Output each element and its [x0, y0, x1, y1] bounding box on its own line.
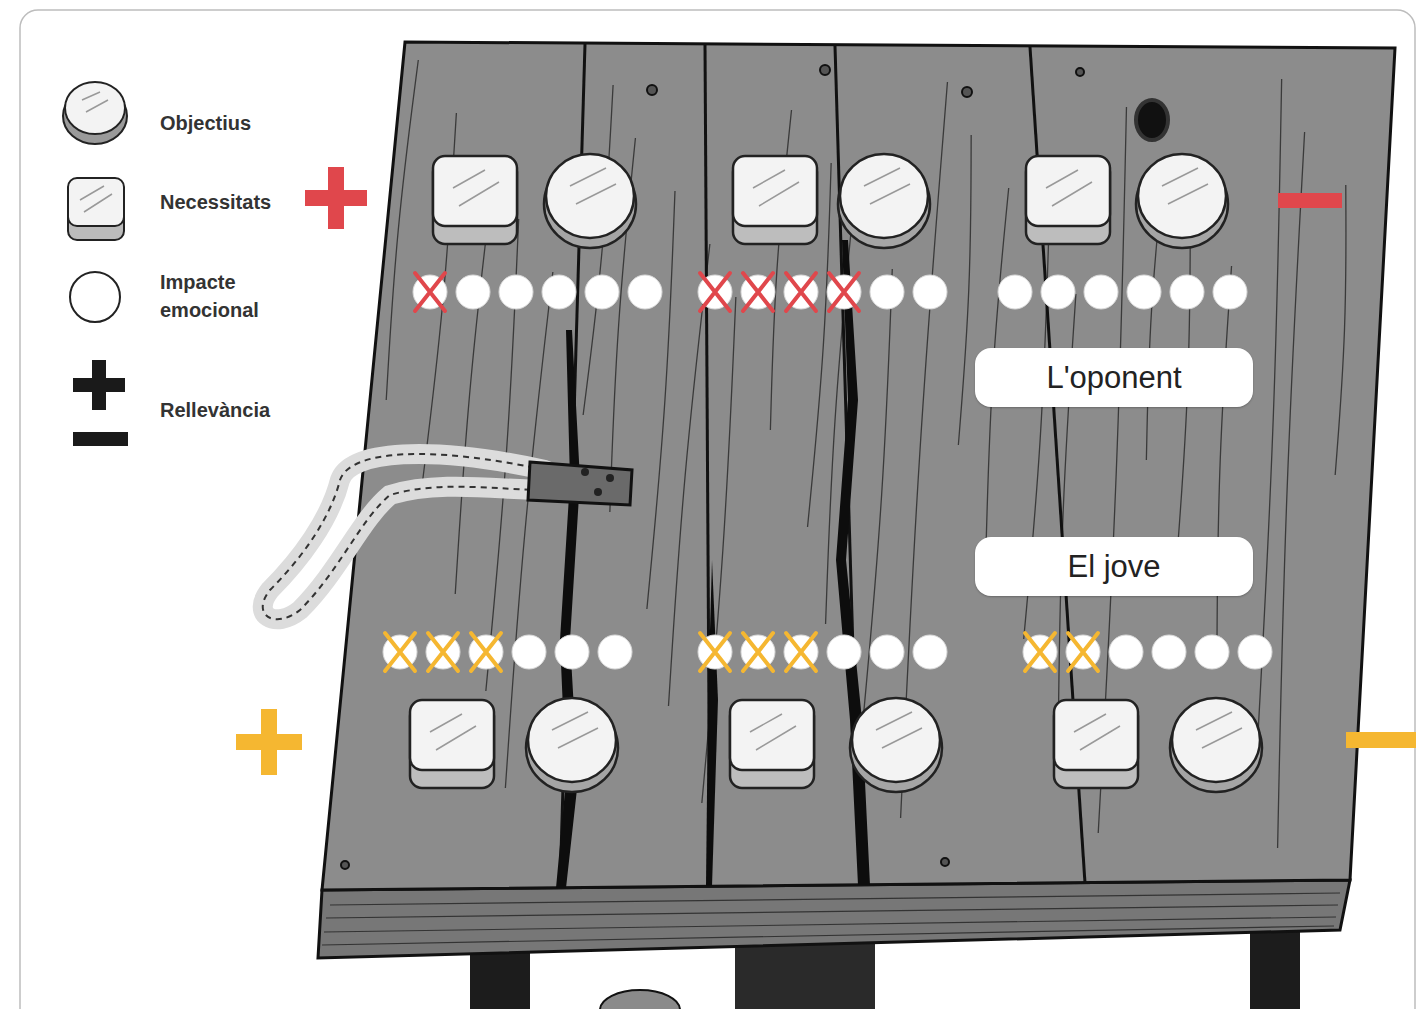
impact-dot — [1213, 275, 1247, 309]
legend-label: Necessitats — [160, 188, 360, 216]
impact-dot — [913, 635, 947, 669]
impact-dot — [598, 635, 632, 669]
grain-line — [583, 85, 613, 415]
impact-mark — [428, 633, 458, 671]
grain-line — [1278, 132, 1305, 848]
impact-dot — [870, 635, 904, 669]
player-label: El jove — [975, 537, 1253, 596]
wood-cracks — [556, 240, 870, 888]
rope — [263, 454, 632, 619]
impact-dot — [998, 275, 1032, 309]
goal-token — [544, 154, 636, 248]
impact-dot — [1238, 635, 1272, 669]
need-token — [730, 700, 814, 788]
legend-label: Rellevància — [160, 396, 360, 424]
goal-token — [1136, 154, 1228, 248]
impact-mark — [700, 273, 730, 311]
need-token — [1054, 700, 1138, 788]
impact-mark — [415, 273, 445, 311]
frame — [20, 10, 1415, 1009]
goal-token — [1170, 698, 1262, 792]
legend-icons — [63, 82, 128, 446]
label-text: L'oponent — [1046, 360, 1181, 396]
impact-mark — [786, 633, 816, 671]
impact-mark — [1068, 633, 1098, 671]
goal-token — [850, 698, 942, 792]
impact-mark — [743, 633, 773, 671]
need-token — [433, 156, 517, 244]
impact-dot — [827, 635, 861, 669]
impact-mark — [743, 273, 773, 311]
knot-hole — [1136, 100, 1168, 140]
goal-token — [838, 154, 930, 248]
relevance-signs — [236, 167, 1416, 775]
impact-tracks — [383, 273, 1272, 671]
impact-dot — [1084, 275, 1118, 309]
impact-dot — [542, 275, 576, 309]
impact-dot — [1041, 275, 1075, 309]
table-edge — [318, 880, 1350, 958]
impact-mark — [471, 633, 501, 671]
impact-dot — [499, 275, 533, 309]
impact-mark — [829, 273, 859, 311]
impact-mark — [1025, 633, 1055, 671]
impact-dot — [555, 635, 589, 669]
impact-dot — [1109, 635, 1143, 669]
impact-dot — [585, 275, 619, 309]
tokens — [410, 154, 1262, 792]
impact-dot — [456, 275, 490, 309]
impact-dot — [628, 275, 662, 309]
label-text: El jove — [1067, 549, 1160, 585]
legend-label: Impacte emocional — [160, 268, 290, 324]
plank-seams — [560, 44, 1085, 888]
impact-mark — [385, 633, 415, 671]
impact-dot — [1195, 635, 1229, 669]
impact-dot — [512, 635, 546, 669]
edge-grain — [322, 893, 1340, 945]
grain-line — [647, 191, 675, 609]
impact-dot — [1170, 275, 1204, 309]
grain-line — [958, 135, 971, 445]
player-label: L'oponent — [975, 348, 1253, 407]
goal-token — [526, 698, 618, 792]
need-token — [410, 700, 494, 788]
impact-dot — [1152, 635, 1186, 669]
need-token — [1026, 156, 1110, 244]
grain-line — [1335, 185, 1346, 475]
impact-dot — [870, 275, 904, 309]
legend-label: Objectius — [160, 109, 360, 137]
impact-dot — [913, 275, 947, 309]
wood-grain — [386, 60, 1346, 848]
impact-dot — [1127, 275, 1161, 309]
grain-line — [386, 60, 418, 400]
nails — [341, 65, 1084, 869]
impact-mark — [786, 273, 816, 311]
impact-mark — [700, 633, 730, 671]
need-token — [733, 156, 817, 244]
